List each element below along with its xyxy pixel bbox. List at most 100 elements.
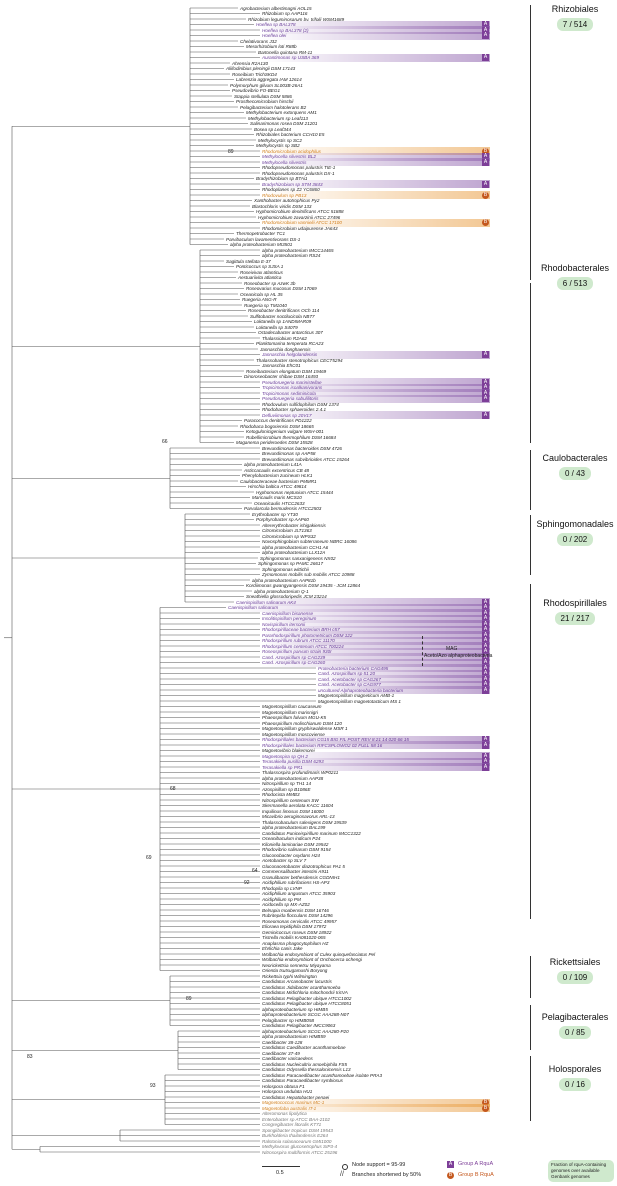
tip-label: Candidatus Pelagibacter ubique HTCC8051	[262, 1001, 352, 1006]
mag-divider	[422, 636, 423, 666]
branch-break-icon: //	[340, 1171, 344, 1178]
group-a-highlight	[262, 735, 490, 744]
tip-label: Methylocystis sp SB2	[256, 143, 300, 148]
tip-label: uncultured Alphaproteobacteria bacterium	[318, 687, 404, 693]
tip-label: Stappia stellulata DSM 5886	[234, 93, 292, 99]
group-b-highlight	[262, 1098, 490, 1107]
fraction-note: Fraction of rquA-containing genomes over…	[548, 1160, 614, 1182]
tip-label: Oceanibaculum indicum P24	[262, 836, 321, 841]
group-a-highlight	[262, 614, 490, 623]
tip-label: Rhodobacter sphaeroides 2.4.1	[262, 407, 327, 412]
group-a-highlight	[262, 378, 490, 386]
tip-label: Maricaulis maris MCS10	[252, 495, 302, 500]
group-a-highlight	[318, 675, 490, 683]
tip-label: Rhodopseudomonas palustris TIE-1	[262, 165, 336, 170]
group-b-badge: B	[482, 147, 489, 155]
group-b-highlight	[262, 147, 490, 155]
tip-label: Methylocella silvestris	[262, 159, 307, 165]
tip-label: Pseudovibrio FO-BEG1	[232, 88, 280, 93]
tip-label: Rhodospirillum centenum ATCC 700224	[262, 643, 344, 649]
group-a-label: Group A RquA	[458, 1161, 494, 1167]
group-a-badge: A	[482, 158, 489, 166]
group-a-badge: A	[482, 26, 489, 34]
group-a-highlight	[262, 411, 490, 419]
tip-label: Candidatus Paracaedibacter acanthamoebae…	[262, 1072, 383, 1078]
tip-label: Phaeospirillum fulvum MGU-K5	[262, 715, 327, 720]
tip-label: Inquilinus limosus DSM 16000	[262, 808, 324, 814]
tip-label: Roseomonas cervicalis ATCC 49957	[262, 918, 337, 924]
tip-label: Nitrospirillum sp TH1 14	[262, 781, 312, 786]
tip-label: Candidatus Odyssella thessalonicensis L1…	[262, 1067, 351, 1072]
tip-label: Hoeflea sp BAL378	[256, 22, 296, 27]
tip-label: Cand. Azospirillum sp CAG239	[262, 654, 326, 660]
tip-label: Anaplasma phagocytophilum HZ	[262, 940, 329, 946]
tip-label: Proteobacteria bacterium CAG495	[318, 665, 389, 671]
tip-label: alpha proteobacterium AAP38	[262, 775, 324, 781]
bracket-caulobacterales	[530, 450, 531, 510]
clade-name: Rhodospirillales	[543, 598, 607, 608]
tip-label: Candidatus Midichloria mitochondrii Iric…	[262, 990, 348, 995]
tip-label: Magnetospirillum gryphiswaldense MSR 1	[262, 726, 348, 731]
group-a-highlight	[262, 609, 490, 617]
tip-label: Caedibacter varicaedens	[262, 1056, 313, 1061]
tip-label: Rhizobiales bacterium CCH10 E5	[256, 132, 325, 137]
group-b-highlight	[262, 191, 490, 199]
bracket-rickettsiales	[530, 956, 531, 998]
tip-label: Belnapia moabensis DSM 16746	[262, 907, 329, 913]
tip-label: Hoeflea olei	[262, 33, 287, 38]
tip-label: Rhodospirillaceae bacterium BRH c57	[262, 627, 340, 632]
tip-label: Kiloniella laminariae DSM 19542	[262, 841, 329, 847]
tip-label: Cand. Acetobacter sp CAG267	[318, 676, 381, 682]
group-a-highlight	[318, 680, 490, 689]
group-a-highlight	[262, 53, 490, 62]
tip-label: Acidocella sp MX-AZ02	[262, 902, 310, 907]
tip-label: Alteromonas lipolytica	[262, 1111, 307, 1116]
tip-label: Ehrlichia canis Jake	[262, 946, 303, 951]
tip-label: Caulobacteraceae bacterium PMMR1	[240, 478, 317, 484]
group-b-highlight	[262, 218, 490, 227]
tip-label: Geminicoccus roseus DSM 18922	[262, 929, 332, 935]
tip-label: Caedibacter 38-128	[262, 1039, 303, 1045]
clade-count: 0 / 16	[558, 1078, 591, 1091]
tip-label: Polymorphum gilvum SL003B-26A1	[230, 82, 303, 88]
tip-label: Commensalibacter intestini A911	[262, 869, 329, 874]
tip-label: Jannaschia helgolandensis	[262, 352, 318, 357]
group-a-badge: A	[482, 686, 489, 694]
tip-label: Caedibacter 37-49	[262, 1050, 300, 1056]
tip-label: Candidatus Jidaibacter acanthamoeba	[262, 984, 341, 990]
tip-label: Rhodopila sp LVNP	[262, 885, 302, 891]
group-a-highlight	[262, 741, 490, 749]
bracket-sphingomonadales	[530, 515, 531, 575]
tip-label: Pararhodospirillum photometricum DSM 122	[262, 632, 353, 638]
tip-label: Candidatus Caedibacter acanthamoebae	[262, 1045, 346, 1050]
clade-rhizobiales: Rhizobiales 7 / 514	[535, 4, 615, 32]
clade-count: 0 / 43	[558, 467, 591, 480]
group-a-badge: A	[482, 21, 489, 28]
support-value: 68	[170, 786, 176, 792]
mag-label: MAG	[446, 646, 458, 652]
group-a-badge: A	[482, 180, 489, 188]
tip-label: alpha proteobacterium RS24	[262, 253, 321, 258]
tip-label: Roseibium TrichSKD4	[232, 71, 277, 77]
group-a-highlight	[318, 664, 490, 672]
tip-label: Candidatus Paracaedibacter symbiosus	[262, 1078, 343, 1083]
tip-label: Terasakiella pusilla DSM 6293	[262, 759, 324, 764]
scale-bar	[262, 1166, 300, 1167]
tip-label: Rhodovulum sulfidophilum DSM 1374	[262, 401, 339, 407]
tip-label: Wolbachia endosymbiont of Onchocerca och…	[262, 957, 362, 962]
group-a-badge: A	[482, 609, 489, 617]
group-a-highlight	[262, 383, 490, 392]
tip-label: Granulibacter bethesdensis CGDNIH1	[262, 874, 340, 880]
tip-label: Magnetococcus marinus MC-1	[262, 1100, 325, 1105]
group-a-highlight	[262, 26, 490, 34]
tip-label: Nitrospirillum centenum SW	[262, 797, 319, 803]
tip-label: Rhodoplanes sp Z2 YC6860	[262, 187, 320, 192]
tip-label: Brevundimonas subvibrioides ATCC 15264	[262, 456, 350, 462]
tip-label: Methylocystis sp SC2	[258, 137, 302, 143]
tip-label: Acidiphilium sp PM	[262, 896, 301, 902]
tip-label: Roseibacterium elongatum DSM 19469	[246, 368, 327, 374]
tip-label: Roseovarius mucosus DSM 17069	[246, 286, 317, 291]
tip-label: Bradyrhizobium sp BTAi1	[256, 176, 308, 181]
